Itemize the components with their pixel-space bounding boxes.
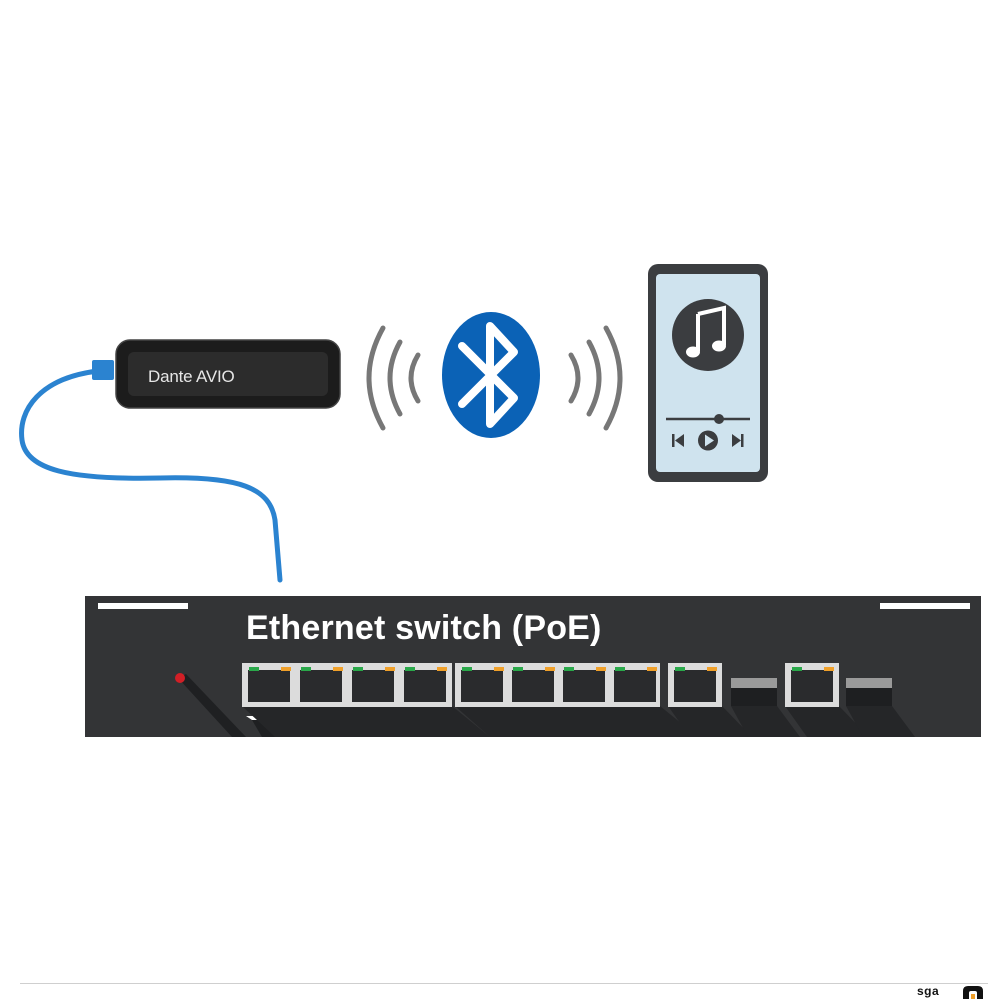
cable-plug [92,360,114,380]
play-icon [698,430,718,451]
port-group-2 [455,663,698,737]
ethernet-cable [19,368,283,583]
sfp-slot-1 [731,678,800,737]
switch-label: Ethernet switch (PoE) [246,609,602,647]
brand-logo-mark [963,986,983,999]
wifi-wave-icon [366,325,421,431]
uplink-port-2 [785,663,869,737]
sfp-slot-2 [846,678,915,737]
bluetooth-icon [442,312,540,438]
uplink-port-1 [668,663,752,737]
dante-avio-adapter [115,339,341,409]
next-icon [732,434,744,447]
power-led [175,673,185,683]
adapter-label: Dante AVIO [148,367,235,386]
progress-thumb [714,414,724,424]
brand-logo-text: sga [917,984,940,998]
previous-icon [672,434,684,447]
wifi-wave-icon [568,325,623,431]
footer-divider [20,983,988,984]
smartphone [648,264,768,482]
port-group-1 [242,663,490,737]
